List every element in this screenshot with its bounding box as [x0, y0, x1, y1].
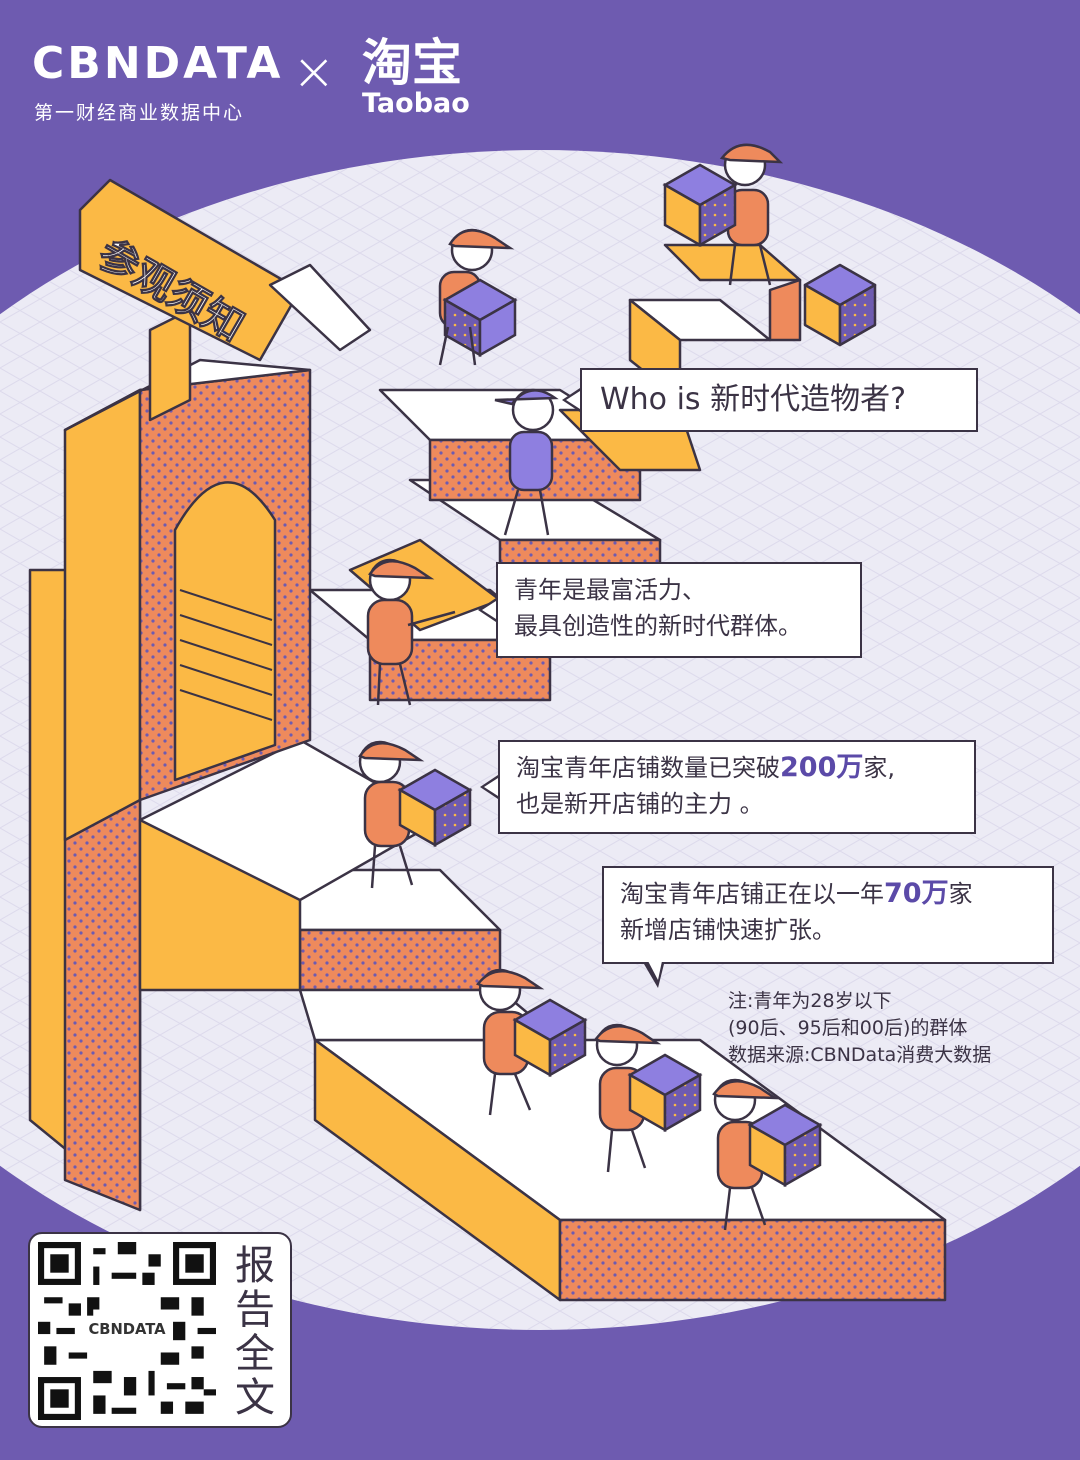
footnote-source: 数据来源:CBNData消费大数据	[728, 1044, 992, 1066]
person-purple	[494, 388, 559, 536]
figures	[358, 143, 823, 1231]
report-label-char: 报	[235, 1243, 275, 1289]
shops-number: 200万	[780, 752, 864, 783]
taobao-logo-en: Taobao	[362, 88, 470, 119]
report-label-char: 告	[235, 1287, 275, 1333]
collab-x-icon: ×	[292, 42, 336, 102]
bubble-tail	[562, 388, 580, 412]
qr-card[interactable]: CBNDATA 报 告 全 文	[28, 1232, 292, 1428]
qr-code[interactable]: CBNDATA	[38, 1242, 216, 1420]
person-bottom-3	[712, 1078, 823, 1231]
bubble-growth-line1: 淘宝青年店铺正在以一年70万家	[620, 876, 1036, 912]
bubble-shops: 淘宝青年店铺数量已突破200万家, 也是新开店铺的主力 。	[480, 740, 976, 834]
shops-suffix: 家,	[863, 754, 896, 782]
sign-post	[148, 308, 192, 422]
bubble-who-text: Who is 新时代造物者?	[600, 382, 906, 417]
bubble-growth: 淘宝青年店铺正在以一年70万家 新增店铺快速扩张。	[602, 866, 1054, 988]
cbndata-logo: CBNDATA	[32, 38, 284, 89]
tower-left-face	[63, 388, 142, 842]
bubble-shops-line1: 淘宝青年店铺数量已突破200万家,	[516, 750, 958, 786]
person-bottom-2	[594, 1023, 703, 1173]
report-label-char: 全	[235, 1331, 275, 1377]
bubble-growth-line2: 新增店铺快速扩张。	[620, 916, 836, 944]
person-top	[662, 143, 784, 286]
tower-arch-stripes	[179, 589, 273, 721]
bubble-youth: 青年是最富活力、 最具创造性的新时代群体。	[478, 562, 862, 658]
growth-number: 70万	[884, 878, 949, 909]
person-box-upper	[438, 228, 518, 366]
shops-prefix: 淘宝青年店铺数量已突破	[516, 754, 780, 782]
cbndata-subtitle: 第一财经商业数据中心	[34, 102, 245, 124]
taobao-logo-cn: 淘宝	[362, 34, 462, 92]
chute	[268, 263, 372, 352]
stair-lower-1-riser	[298, 928, 502, 992]
growth-prefix: 淘宝青年店铺正在以一年	[620, 880, 884, 908]
stair-up-4-front	[768, 278, 802, 342]
footnote-line2: (90后、95后和00后)的群体	[728, 1017, 968, 1039]
sign-board	[78, 178, 302, 362]
growth-suffix: 家	[948, 880, 973, 908]
report-label[interactable]: 报 告 全 文	[230, 1244, 280, 1420]
bubble-tail	[480, 775, 498, 799]
person-bottom-1	[475, 968, 588, 1116]
box-right	[838, 283, 877, 347]
bubble-shops-line2: 也是新开店铺的主力 。	[516, 790, 764, 818]
person-pointing	[366, 558, 456, 706]
ramp-side	[558, 1218, 947, 1302]
qr-center-logo: CBNDATA	[88, 1321, 166, 1338]
footnote-line1: 注:青年为28岁以下	[728, 990, 892, 1012]
bubble-tail	[478, 598, 496, 622]
bubble-tail	[644, 961, 664, 988]
bubble-who: Who is 新时代造物者?	[562, 368, 978, 432]
bubble-youth-line2: 最具创造性的新时代群体。	[514, 612, 802, 640]
person-mid-box	[358, 740, 473, 889]
report-label-char: 文	[235, 1375, 275, 1421]
bubble-youth-line1: 青年是最富活力、	[514, 576, 706, 604]
tower-arch	[173, 481, 277, 782]
footnote: 注:青年为28岁以下 (90后、95后和00后)的群体 数据来源:CBNData…	[728, 988, 991, 1069]
